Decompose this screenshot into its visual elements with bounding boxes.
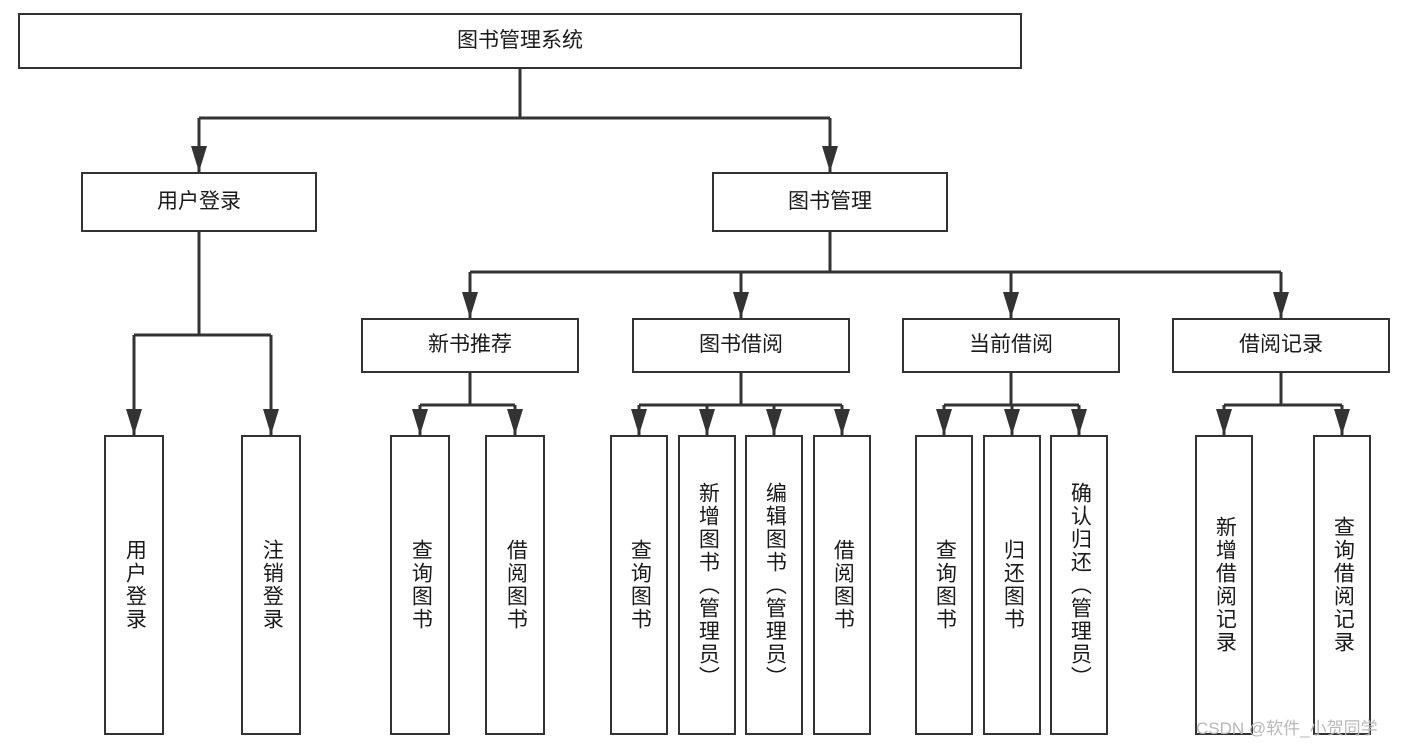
node-current-borrow[interactable]: 当前借阅 [902,318,1120,373]
node-leaf-add-book[interactable]: 新增图书（管理员） [678,435,736,735]
node-book-manage[interactable]: 图书管理 [712,172,948,232]
node-label: 查询借阅记录 [1331,516,1355,654]
node-leaf-edit-book[interactable]: 编辑图书（管理员） [745,435,803,735]
arrow-icon-leaf-query-book-3 [936,409,952,435]
node-leaf-confirm-return[interactable]: 确认归还（管理员） [1050,435,1108,735]
node-leaf-borrow-book-1[interactable]: 借阅图书 [485,435,545,735]
node-book-borrow[interactable]: 图书借阅 [632,318,850,373]
node-label: 查询图书 [409,539,433,631]
node-label: 新增图书（管理员） [696,481,720,689]
node-root[interactable]: 图书管理系统 [18,13,1022,69]
arrow-icon-book-borrow [733,292,749,318]
node-label: 当前借阅 [969,333,1053,357]
node-leaf-query-book-2[interactable]: 查询图书 [610,435,668,735]
node-label: 图书借阅 [699,333,783,357]
node-user-login[interactable]: 用户登录 [81,172,317,232]
node-label: 用户登录 [123,539,147,631]
node-leaf-borrow-book-2[interactable]: 借阅图书 [813,435,871,735]
node-new-book-rec[interactable]: 新书推荐 [361,318,579,373]
arrow-icon-book-manage [822,146,838,172]
arrow-icon-leaf-user-login [126,409,142,435]
arrow-icon-leaf-add-record [1216,409,1232,435]
node-borrow-record[interactable]: 借阅记录 [1172,318,1390,373]
arrow-icon-leaf-return-book [1004,409,1020,435]
node-label: 借阅记录 [1239,333,1323,357]
arrow-icon-leaf-edit-book [766,409,782,435]
arrow-icon-leaf-logout [263,409,279,435]
node-label: 借阅图书 [504,539,528,631]
node-label: 编辑图书（管理员） [763,481,787,689]
arrow-icon-current-borrow [1003,292,1019,318]
arrow-icon-leaf-add-book [699,409,715,435]
arrow-icon-leaf-query-book-1 [412,409,428,435]
arrow-icon-borrow-record [1273,292,1289,318]
node-label: 图书管理 [788,189,872,213]
node-leaf-add-record[interactable]: 新增借阅记录 [1195,435,1253,735]
arrow-icon-leaf-borrow-book-1 [507,409,523,435]
node-leaf-query-book-3[interactable]: 查询图书 [915,435,973,735]
node-leaf-logout[interactable]: 注销登录 [241,435,301,735]
node-label: 借阅图书 [831,539,855,631]
node-label: 新增借阅记录 [1213,516,1237,654]
node-leaf-return-book[interactable]: 归还图书 [983,435,1041,735]
node-label: 确认归还（管理员） [1068,481,1092,689]
arrow-icon-leaf-confirm-return [1071,409,1087,435]
arrow-icon-user-login [191,146,207,172]
node-label: 查询图书 [628,539,652,631]
node-label: 归还图书 [1001,539,1025,631]
node-leaf-query-record[interactable]: 查询借阅记录 [1313,435,1371,735]
node-leaf-user-login[interactable]: 用户登录 [104,435,164,735]
arrow-icon-leaf-borrow-book-2 [834,409,850,435]
arrow-icon-new-book-rec [462,292,478,318]
node-label: 图书管理系统 [457,28,583,52]
arrow-icon-leaf-query-record [1334,409,1350,435]
node-label: 新书推荐 [428,333,512,357]
node-label: 注销登录 [260,539,284,631]
node-leaf-query-book-1[interactable]: 查询图书 [390,435,450,735]
arrow-icon-leaf-query-book-2 [631,409,647,435]
node-label: 查询图书 [933,539,957,631]
node-label: 用户登录 [157,189,241,213]
